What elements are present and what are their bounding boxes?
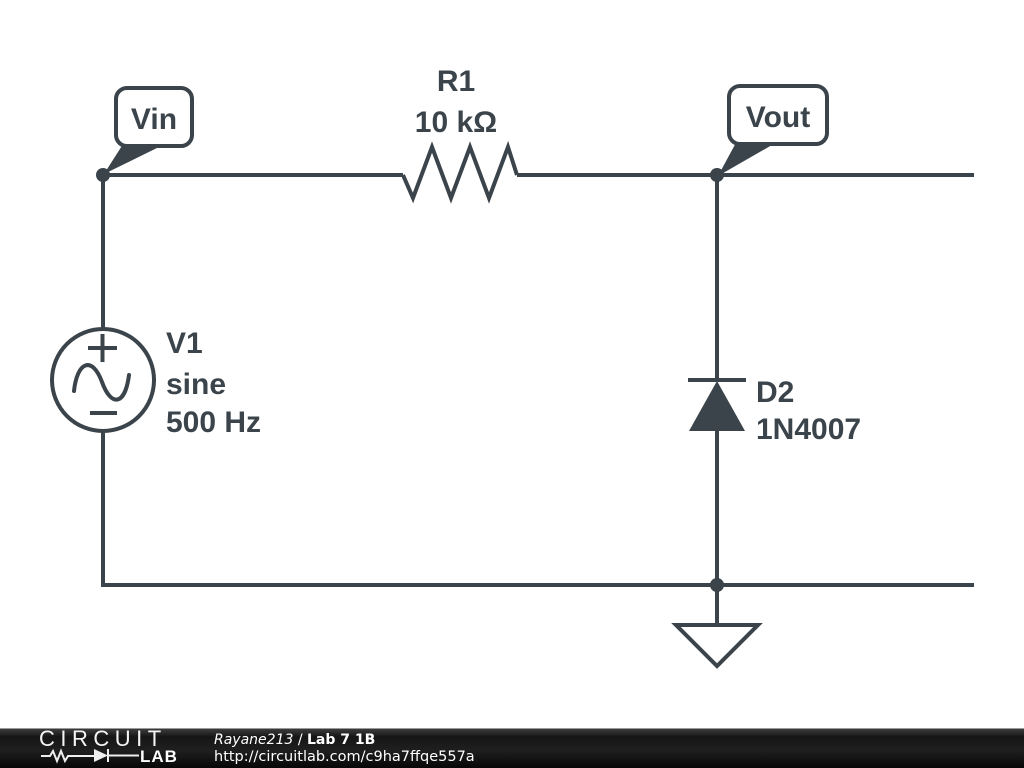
schematic-url[interactable]: http://circuitlab.com/c9ha7ffqe557a bbox=[214, 748, 475, 765]
author-title-separator: / bbox=[293, 731, 308, 748]
resistor-r1[interactable] bbox=[401, 140, 519, 204]
source-frequency-label: 500 Hz bbox=[166, 406, 261, 439]
logo-word-lab: LAB bbox=[140, 747, 178, 765]
footer-bar: CIRCUIT LAB Rayane213 / Lab 7 1B http://… bbox=[0, 726, 1024, 768]
resistor-value-label: 10 kΩ bbox=[415, 106, 497, 139]
diode-name-label: D2 bbox=[756, 376, 794, 409]
resistor-name-label: R1 bbox=[437, 65, 475, 98]
plus-sign-icon bbox=[88, 334, 117, 362]
logo-schematic-icon bbox=[41, 747, 139, 764]
vin-bubble-tail bbox=[104, 141, 159, 174]
footer-title-line: Rayane213 / Lab 7 1B bbox=[214, 732, 475, 749]
schematic-title: Lab 7 1B bbox=[307, 731, 376, 748]
source-name-label: V1 bbox=[166, 327, 203, 360]
wire-bottom bbox=[101, 431, 974, 587]
diode-triangle-icon bbox=[689, 381, 745, 431]
vout-bubble bbox=[727, 84, 829, 146]
net-label-vout[interactable]: Vout bbox=[718, 84, 829, 176]
vout-bubble-tail bbox=[718, 139, 772, 176]
diode-d2[interactable] bbox=[688, 378, 746, 431]
diode-part-label: 1N4007 bbox=[756, 413, 861, 446]
vout-label: Vout bbox=[746, 101, 810, 134]
node-dot-vin bbox=[96, 168, 110, 182]
circuitlab-logo: CIRCUIT LAB bbox=[38, 726, 188, 768]
voltage-source-v1[interactable] bbox=[50, 327, 156, 433]
sine-wave-icon bbox=[72, 363, 131, 402]
resistor-zigzag-icon bbox=[401, 140, 519, 204]
node-dot-vout bbox=[710, 168, 724, 182]
logo-word-circuit: CIRCUIT bbox=[39, 729, 167, 751]
footer-meta: Rayane213 / Lab 7 1B http://circuitlab.c… bbox=[214, 732, 475, 766]
net-label-vin[interactable]: Vin bbox=[104, 86, 194, 174]
source-waveform-label: sine bbox=[166, 368, 226, 401]
schematic-canvas: V1 sine 500 Hz R1 10 kΩ D2 1N4007 bbox=[50, 65, 974, 669]
vin-bubble bbox=[114, 86, 194, 148]
ground-triangle-icon bbox=[671, 623, 763, 669]
vin-label: Vin bbox=[131, 103, 177, 136]
author-name: Rayane213 bbox=[214, 731, 294, 748]
ground-symbol[interactable] bbox=[671, 585, 763, 669]
node-dot-ground bbox=[710, 578, 724, 592]
